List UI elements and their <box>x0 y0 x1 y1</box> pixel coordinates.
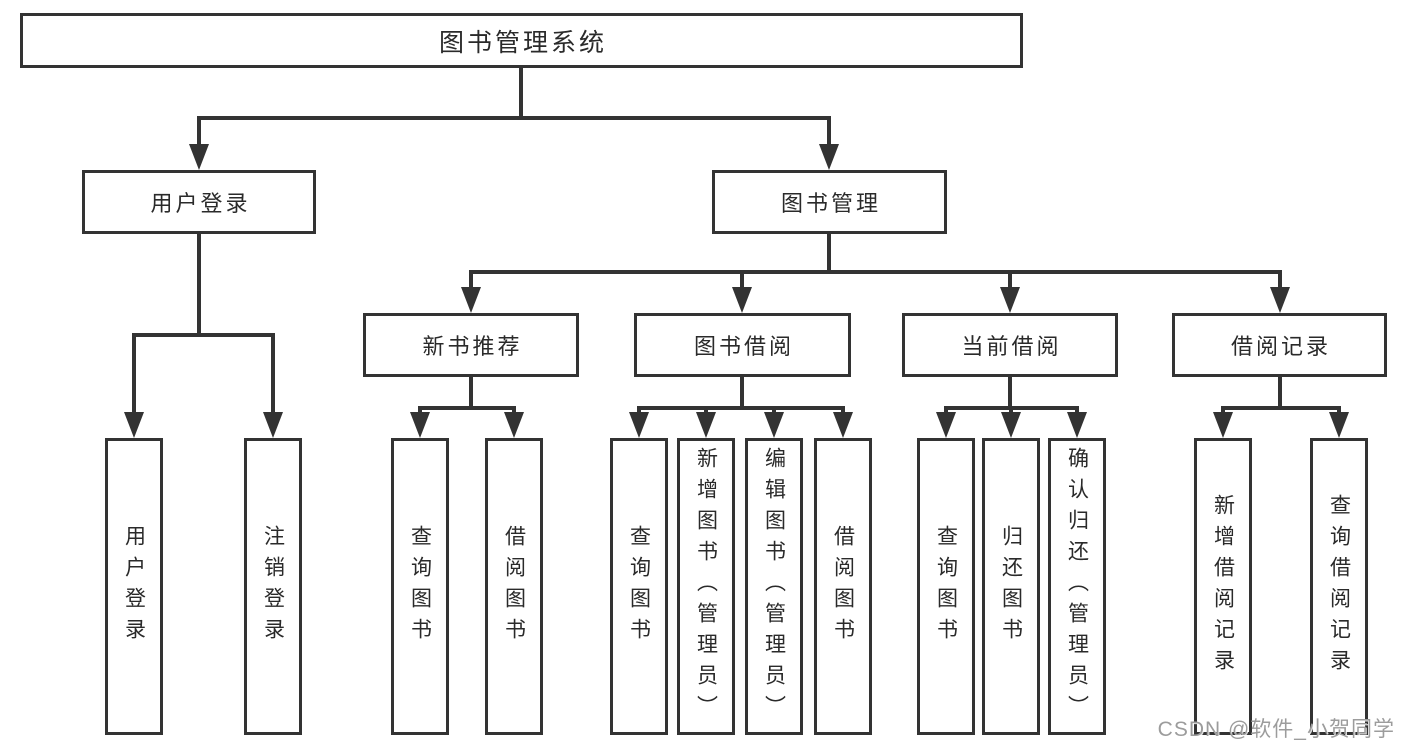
leaf-query-books-current: 查询图书 <box>917 438 975 735</box>
arrowhead <box>629 412 853 438</box>
node-label: 借阅图书 <box>831 524 855 649</box>
node-label: 用户登录 <box>150 191 251 216</box>
arrowhead <box>124 412 283 438</box>
leaf-confirm-return-admin: 确认归还（管理员） <box>1048 438 1106 735</box>
node-book-management: 图书管理 <box>712 170 947 234</box>
node-label: 借阅图书 <box>502 524 526 649</box>
leaf-query-books-borrow: 查询图书 <box>610 438 668 735</box>
node-label: 查询借阅记录 <box>1327 493 1351 680</box>
leaf-edit-book-admin: 编辑图书（管理员） <box>745 438 803 735</box>
node-borrowing-records: 借阅记录 <box>1172 313 1387 377</box>
leaf-add-book-admin: 新增图书（管理员） <box>677 438 735 735</box>
leaf-user-login: 用户登录 <box>105 438 163 735</box>
edges-new-book-rec-children <box>410 377 524 438</box>
node-label: 新增借阅记录 <box>1211 493 1235 680</box>
node-label: 归还图书 <box>999 524 1023 649</box>
node-label: 编辑图书（管理员） <box>762 447 786 726</box>
leaf-query-books-newrec: 查询图书 <box>391 438 449 735</box>
edges-user-login-children <box>124 234 283 438</box>
node-root-library-system: 图书管理系统 <box>20 13 1023 68</box>
node-label: 用户登录 <box>122 524 146 649</box>
leaf-borrow-books-newrec: 借阅图书 <box>485 438 543 735</box>
node-label: 确认归还（管理员） <box>1065 447 1089 726</box>
arrowhead <box>410 412 524 438</box>
edges-book-mgmt-children <box>461 234 1290 313</box>
leaf-return-book: 归还图书 <box>982 438 1040 735</box>
leaf-borrow-books-borrow: 借阅图书 <box>814 438 872 735</box>
edges-root-to-level2 <box>189 68 839 170</box>
arrowhead <box>461 287 1290 313</box>
leaf-logout: 注销登录 <box>244 438 302 735</box>
edges-book-borrow-children <box>629 377 853 438</box>
leaf-add-borrow-record: 新增借阅记录 <box>1194 438 1252 735</box>
node-label: 新书推荐 <box>422 334 523 359</box>
node-label: 新增图书（管理员） <box>694 447 718 726</box>
leaf-query-borrow-record: 查询借阅记录 <box>1310 438 1368 735</box>
arrowhead <box>189 144 839 170</box>
edges-current-borrow-children <box>936 377 1087 438</box>
arrowhead <box>936 412 1087 438</box>
node-current-borrowing: 当前借阅 <box>902 313 1118 377</box>
node-label: 图书管理 <box>780 191 881 216</box>
node-new-book-recommendation: 新书推荐 <box>363 313 579 377</box>
edges-borrow-records-children <box>1213 377 1349 438</box>
node-label: 注销登录 <box>261 524 285 649</box>
node-label: 图书管理系统 <box>438 28 607 57</box>
csdn-watermark: CSDN @软件_小贺同学 <box>1157 718 1395 741</box>
node-label: 借阅记录 <box>1230 334 1331 359</box>
node-label: 图书借阅 <box>693 334 794 359</box>
node-label: 查询图书 <box>408 524 432 649</box>
node-label: 查询图书 <box>627 524 651 649</box>
node-user-login: 用户登录 <box>82 170 316 234</box>
node-label: 查询图书 <box>934 524 958 649</box>
arrowhead <box>1213 412 1349 438</box>
node-label: 当前借阅 <box>961 334 1062 359</box>
node-book-borrowing: 图书借阅 <box>634 313 851 377</box>
